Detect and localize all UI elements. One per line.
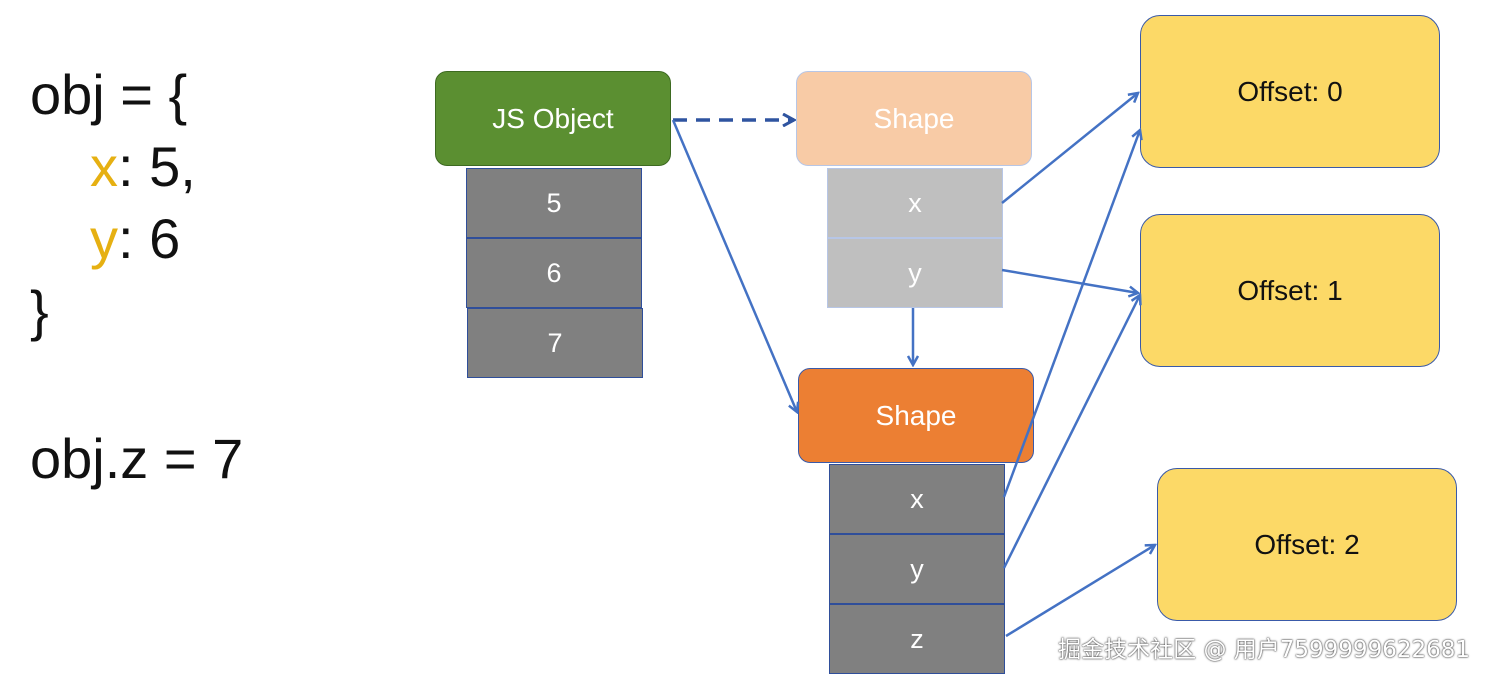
code-assign: obj.z = 7 (30, 423, 243, 495)
js-object-slot-2: 7 (467, 308, 643, 378)
offset-box-0: Offset: 0 (1140, 15, 1440, 168)
offset-box-2: Offset: 2 (1157, 468, 1457, 621)
code-line-assign: obj.z = 7 (30, 427, 244, 490)
code-value-x: : 5, (118, 135, 196, 198)
code-value-y: : 6 (118, 207, 181, 270)
code-line-x: x: 5, (30, 131, 196, 203)
code-key-x: x (90, 135, 118, 198)
shape-old-header: Shape (796, 71, 1032, 166)
offset-box-1: Offset: 1 (1140, 214, 1440, 367)
shape-old-prop-y: y (827, 238, 1003, 308)
arrow-object-to-new-shape (671, 119, 797, 412)
js-object-slot-0: 5 (466, 168, 642, 238)
shape-new-prop-y: y (829, 534, 1005, 604)
js-object-header: JS Object (435, 71, 671, 166)
code-line-close: } (30, 279, 49, 342)
shape-new-header: Shape (798, 368, 1034, 463)
watermark: 掘金技术社区 @ 用户7599999622681 (1058, 637, 1470, 663)
code-snippet: obj = { x: 5, y: 6 } (30, 59, 196, 347)
shape-new-prop-x: x (829, 464, 1005, 534)
code-key-y: y (90, 207, 118, 270)
arrow-new-z-to-offset-2 (1005, 545, 1155, 638)
js-object-slot-1: 6 (466, 238, 642, 308)
code-line-open: obj = { (30, 63, 188, 126)
arrow-old-y-to-offset-1 (1001, 268, 1138, 293)
code-line-y: y: 6 (30, 203, 196, 275)
shape-new-prop-z: z (829, 604, 1005, 674)
shape-old-prop-x: x (827, 168, 1003, 238)
